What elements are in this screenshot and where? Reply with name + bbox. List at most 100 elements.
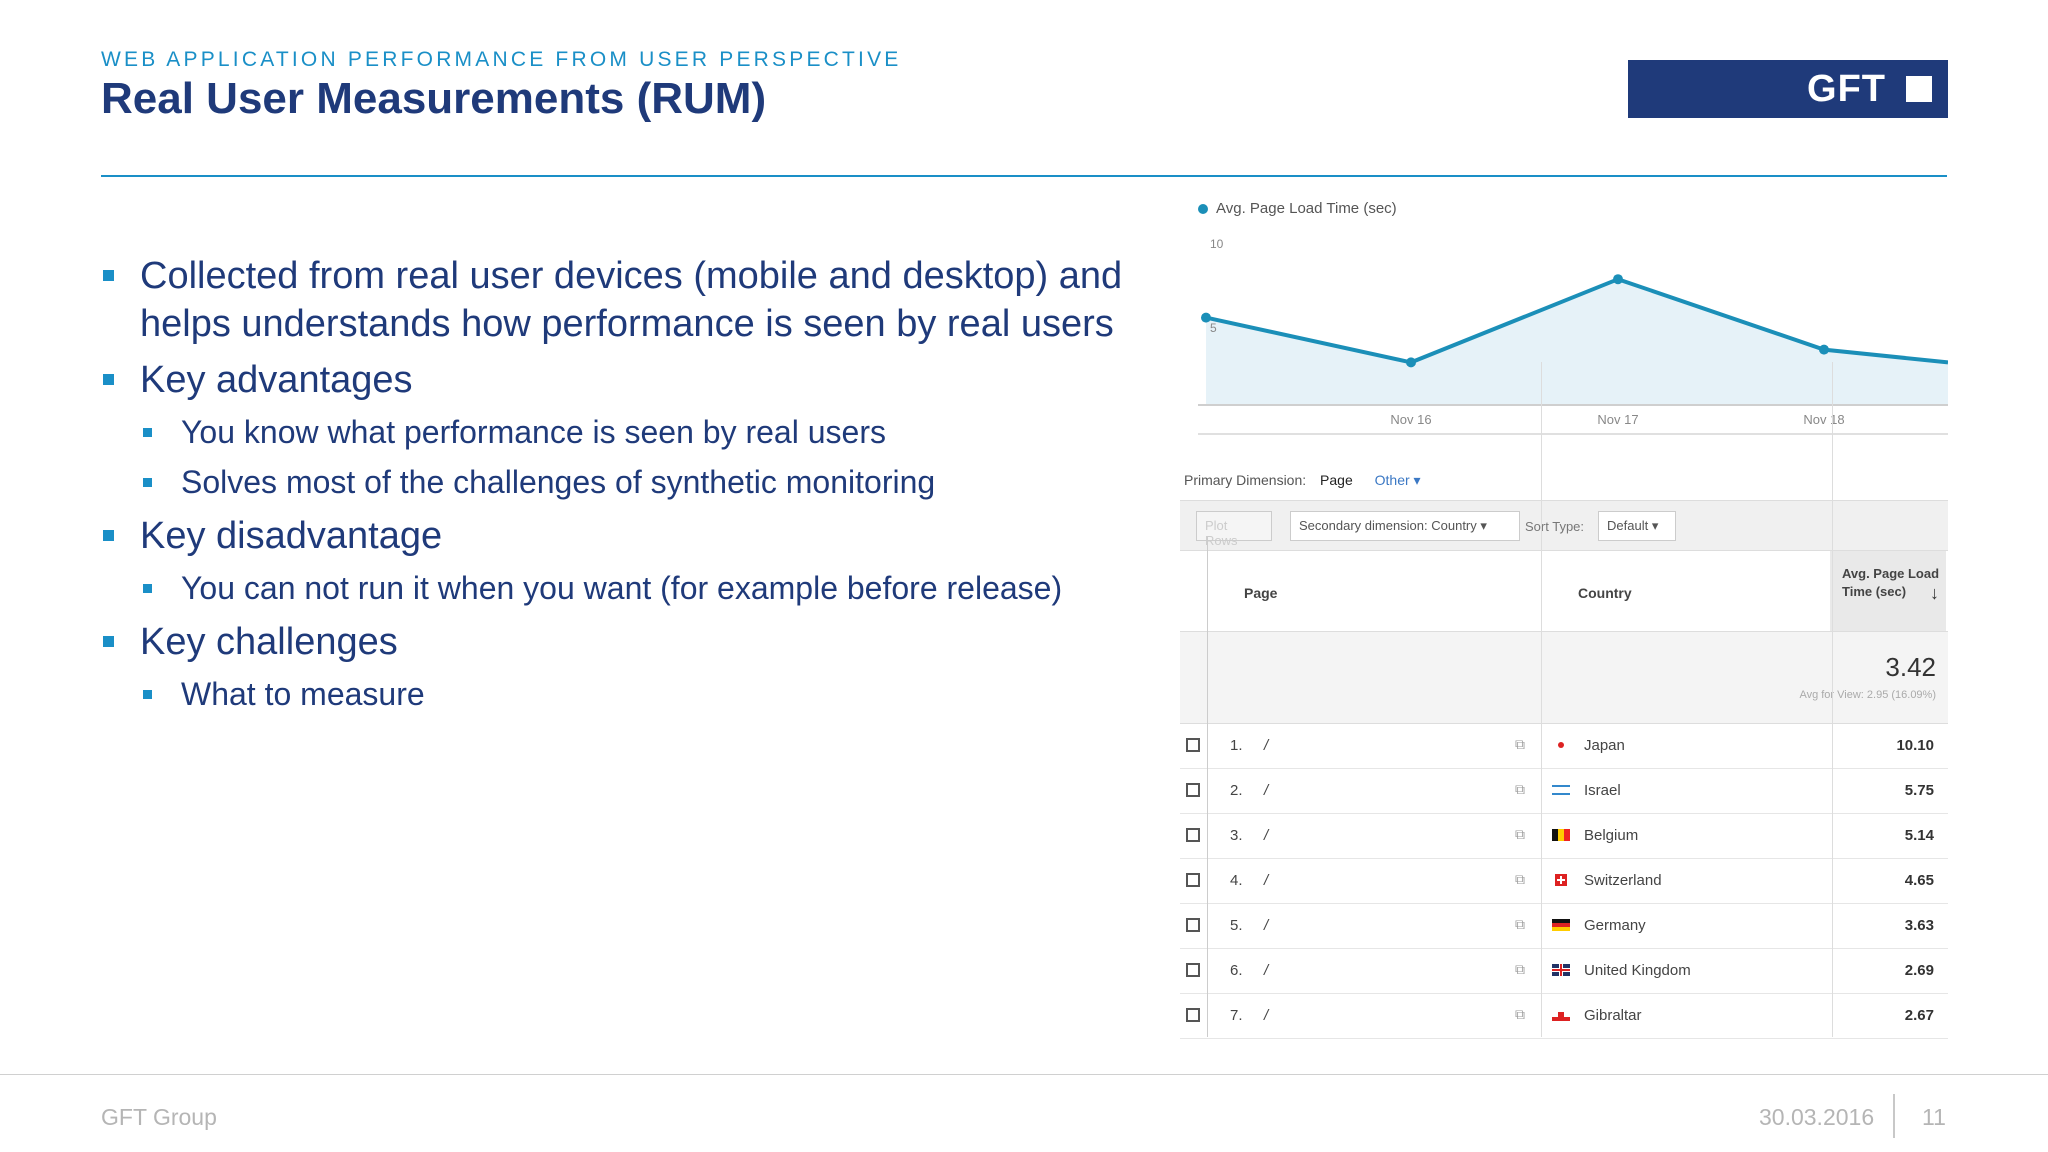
data-point[interactable] xyxy=(1406,357,1416,368)
row-country[interactable]: Japan xyxy=(1584,737,1625,754)
row-load-time: 5.14 xyxy=(1904,827,1934,844)
x-tick-label: Nov 16 xyxy=(1390,412,1431,427)
sub-bullet-item: What to measure xyxy=(101,674,1151,715)
row-number: 5. xyxy=(1230,917,1243,934)
x-tick-label: Nov 17 xyxy=(1597,412,1638,427)
title-divider xyxy=(101,175,1947,177)
row-page-link[interactable]: / xyxy=(1264,872,1269,889)
table-header: Page Country Avg. Page Load Time (sec) ↓ xyxy=(1180,550,1948,632)
row-page-link[interactable]: / xyxy=(1264,962,1269,979)
chart-area xyxy=(1206,279,1948,404)
secondary-dimension-select[interactable]: Secondary dimension: Country ▾ xyxy=(1290,511,1520,541)
primary-dimension-label: Primary Dimension: xyxy=(1184,472,1307,488)
avg-column-highlight xyxy=(1830,550,1946,632)
row-page-link[interactable]: / xyxy=(1264,737,1269,754)
logo-square-icon xyxy=(1906,76,1932,102)
switzerland-flag-icon xyxy=(1555,874,1567,886)
bullet-list: Collected from real user devices (mobile… xyxy=(101,252,1151,724)
gft-logo: GFT xyxy=(1628,60,1948,118)
data-point[interactable] xyxy=(1201,312,1211,323)
col-header-avg-load-time[interactable]: Avg. Page Load Time (sec) xyxy=(1842,566,1940,599)
y-tick-label: 10 xyxy=(1210,237,1224,251)
open-link-icon[interactable]: ⧉ xyxy=(1515,961,1525,977)
total-value: 3.42 xyxy=(1885,652,1936,682)
col-header-country[interactable]: Country xyxy=(1578,585,1632,601)
data-point[interactable] xyxy=(1613,274,1623,285)
row-checkbox[interactable] xyxy=(1186,918,1200,932)
primary-dimension-page[interactable]: Page xyxy=(1320,472,1353,488)
sub-bullet-item: Solves most of the challenges of synthet… xyxy=(101,462,1151,503)
dimension-bar: Primary Dimension: Page Other ▾ xyxy=(1184,472,1421,489)
chart-legend: Avg. Page Load Time (sec) xyxy=(1198,200,1397,217)
germany-flag-icon xyxy=(1552,919,1570,931)
row-page-link[interactable]: / xyxy=(1264,782,1269,799)
row-load-time: 5.75 xyxy=(1904,782,1934,799)
open-link-icon[interactable]: ⧉ xyxy=(1515,871,1525,887)
y-tick-label: 5 xyxy=(1210,321,1217,335)
row-load-time: 3.63 xyxy=(1904,917,1934,934)
row-page-link[interactable]: / xyxy=(1264,827,1269,844)
footer-separator xyxy=(1893,1094,1895,1138)
bullet-item: Key disadvantage xyxy=(101,512,1151,560)
bullet-item: Collected from real user devices (mobile… xyxy=(101,252,1151,348)
logo-text: GFT xyxy=(1807,68,1886,110)
row-country[interactable]: United Kingdom xyxy=(1584,962,1691,979)
row-number: 7. xyxy=(1230,1007,1243,1024)
row-checkbox[interactable] xyxy=(1186,783,1200,797)
column-divider xyxy=(1832,362,1833,1037)
open-link-icon[interactable]: ⧉ xyxy=(1515,826,1525,842)
column-divider xyxy=(1541,362,1542,1037)
row-number: 4. xyxy=(1230,872,1243,889)
bullet-item: Key challenges xyxy=(101,618,1151,666)
united-kingdom-flag-icon xyxy=(1552,964,1570,976)
row-country[interactable]: Switzerland xyxy=(1584,872,1662,889)
row-load-time: 2.69 xyxy=(1904,962,1934,979)
footer-company: GFT Group xyxy=(101,1104,217,1130)
plot-rows-button[interactable]: Plot Rows xyxy=(1196,511,1272,548)
row-country[interactable]: Gibraltar xyxy=(1584,1007,1642,1024)
row-checkbox[interactable] xyxy=(1186,738,1200,752)
open-link-icon[interactable]: ⧉ xyxy=(1515,916,1525,932)
sub-bullet-item: You know what performance is seen by rea… xyxy=(101,412,1151,453)
column-divider xyxy=(1207,536,1208,1037)
data-point[interactable] xyxy=(1819,344,1829,355)
row-load-time: 10.10 xyxy=(1896,737,1934,754)
row-country[interactable]: Israel xyxy=(1584,782,1621,799)
row-checkbox[interactable] xyxy=(1186,1008,1200,1022)
sort-type-select[interactable]: Default ▾ xyxy=(1598,511,1676,541)
open-link-icon[interactable]: ⧉ xyxy=(1515,781,1525,797)
open-link-icon[interactable]: ⧉ xyxy=(1515,736,1525,752)
other-dimension-link[interactable]: Other ▾ xyxy=(1374,472,1421,488)
total-subtext: Avg for View: 2.95 (16.09%) xyxy=(1799,689,1936,701)
row-country[interactable]: Germany xyxy=(1584,917,1646,934)
row-checkbox[interactable] xyxy=(1186,873,1200,887)
col-header-page[interactable]: Page xyxy=(1244,585,1278,601)
table-row: 6. / ⧉ United Kingdom 2.69 xyxy=(1180,949,1948,994)
row-number: 6. xyxy=(1230,962,1243,979)
x-tick-label: Nov 18 xyxy=(1803,412,1844,427)
gibraltar-flag-icon xyxy=(1552,1009,1570,1021)
belgium-flag-icon xyxy=(1552,829,1570,841)
row-page-link[interactable]: / xyxy=(1264,917,1269,934)
sub-bullet-item: You can not run it when you want (for ex… xyxy=(101,568,1151,609)
sort-type-label: Sort Type: xyxy=(1525,519,1585,534)
open-link-icon[interactable]: ⧉ xyxy=(1515,1006,1525,1022)
row-page-link[interactable]: / xyxy=(1264,1007,1269,1024)
footer-page-number: 11 xyxy=(1922,1104,1946,1130)
totals-row: 3.42 Avg for View: 2.95 (16.09%) xyxy=(1180,632,1948,724)
japan-flag-icon xyxy=(1552,739,1570,751)
table-row: 5. / ⧉ Germany 3.63 xyxy=(1180,904,1948,949)
bullet-item: Key advantages xyxy=(101,356,1151,404)
footer-divider xyxy=(0,1074,2048,1075)
slide-supertitle: WEB APPLICATION PERFORMANCE FROM USER PE… xyxy=(101,48,902,71)
row-country[interactable]: Belgium xyxy=(1584,827,1639,844)
sort-desc-arrow-icon[interactable]: ↓ xyxy=(1930,583,1939,603)
row-checkbox[interactable] xyxy=(1186,828,1200,842)
row-checkbox[interactable] xyxy=(1186,963,1200,977)
